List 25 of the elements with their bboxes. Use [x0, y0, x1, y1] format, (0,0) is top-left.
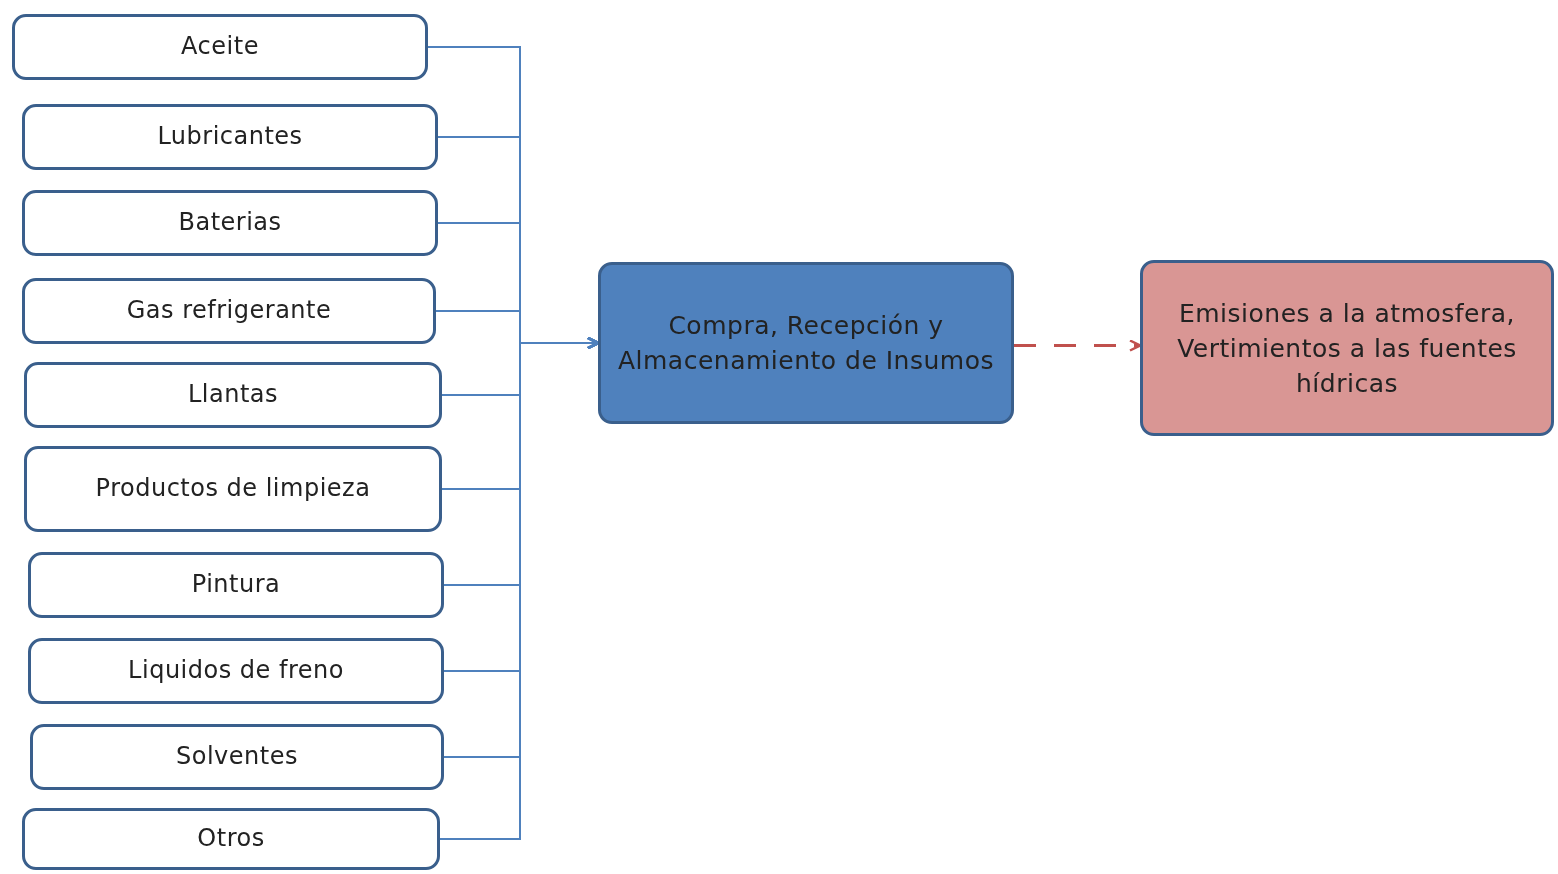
box-label: Lubricantes [156, 121, 304, 153]
process-box [22, 808, 440, 870]
box-label: Aceite [180, 31, 260, 63]
process-box [24, 446, 442, 532]
box-label: Baterias [177, 207, 283, 239]
process-box [28, 552, 444, 618]
process-box [22, 104, 438, 170]
box-label: Compra, Recepción y Almacenamiento de Insumos [616, 310, 995, 377]
process-box [24, 362, 442, 428]
box-label: Solventes [175, 741, 299, 773]
arrow [1014, 339, 1142, 352]
box-label: Emisiones a la atmosfera, Vertimientos a las fuentes hídricas [1176, 297, 1518, 400]
box-label: Llantas [186, 379, 280, 411]
process-box [22, 278, 436, 344]
box-label: Pintura [190, 569, 282, 601]
process-box [30, 724, 444, 790]
box-label: Liquidos de freno [127, 655, 345, 687]
box-label: Otros [196, 823, 266, 855]
box-label: Gas refrigerante [125, 295, 333, 327]
box-label: Productos de limpieza [94, 473, 372, 505]
process-box [28, 638, 444, 704]
process-box [22, 190, 438, 256]
process-box [1140, 260, 1554, 436]
process-box [598, 262, 1014, 424]
process-box [12, 14, 428, 80]
